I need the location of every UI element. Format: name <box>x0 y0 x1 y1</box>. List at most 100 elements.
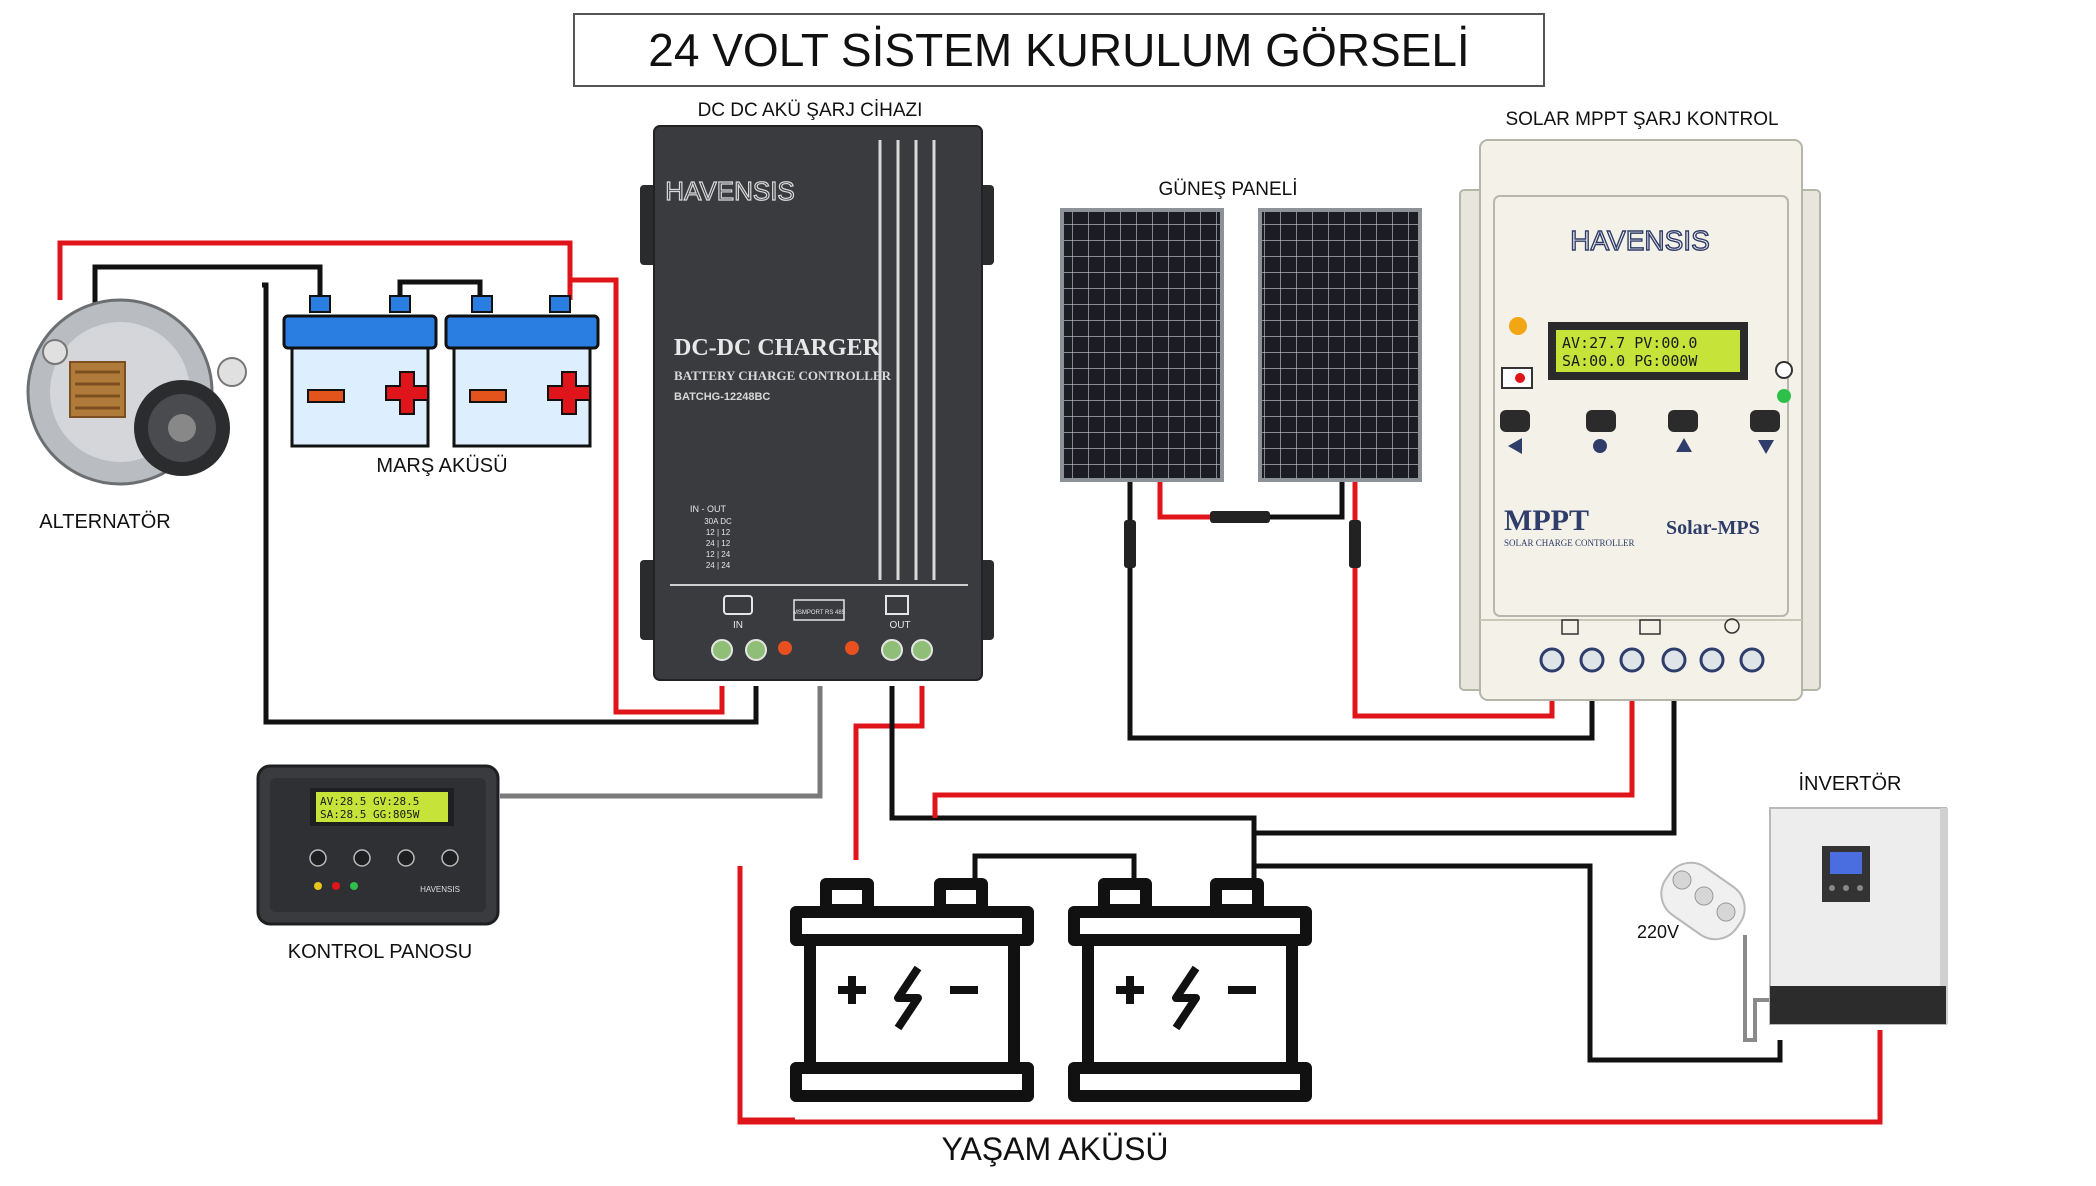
mppt-brand: HAVENSIS <box>1570 225 1710 256</box>
mppt-lcd-line2: SA:00.0 PG:000W <box>1562 352 1698 370</box>
battery-icon <box>885 595 909 615</box>
bulb-icon <box>1775 361 1793 379</box>
dcdc-table-row: 30A DC <box>704 517 732 526</box>
terminal-pv-positive <box>1539 647 1565 673</box>
dcdc-table-header: IN - OUT <box>690 504 726 514</box>
mppt-button-left[interactable] <box>1500 410 1530 432</box>
mppt-label: SOLAR MPPT ŞARJ KONTROL <box>1505 109 1778 130</box>
arrow-up-icon <box>1676 438 1692 452</box>
inverter-display <box>1830 852 1862 874</box>
start-battery-right <box>444 295 600 448</box>
solar-panel-right <box>1258 208 1422 482</box>
dcdc-label: DC DC AKÜ ŞARJ CİHAZI <box>698 100 923 121</box>
solar-panel-label: GÜNEŞ PANELİ <box>1158 179 1297 200</box>
wire-comm-to-panel <box>500 686 823 799</box>
control-panel: AV:28.5 GV:28.5 SA:28.5 GG:805W HAVENSIS <box>256 764 500 926</box>
battery-icon <box>1639 619 1661 635</box>
led-red <box>1515 373 1525 383</box>
power-socket <box>1660 861 1746 941</box>
mppt-controller: HAVENSIS AV:27.7 PV:00.0 SA:00.0 PG:000W… <box>1459 139 1821 701</box>
sun-icon <box>1509 317 1527 335</box>
mc4-connectors <box>1124 511 1361 568</box>
dcdc-brand: HAVENSIS <box>665 176 795 206</box>
dcdc-charger: HAVENSIS DC-DC CHARGER BATTERY CHARGE CO… <box>640 125 994 681</box>
wire-battery-series <box>972 853 1137 880</box>
arrow-down-icon <box>1758 440 1774 454</box>
terminal-bat-negative <box>1661 647 1687 673</box>
terminal-out-positive <box>911 639 933 661</box>
house-battery-label: YAŞAM AKÜSÜ <box>941 1131 1168 1167</box>
panel-button-up[interactable] <box>397 849 415 867</box>
alternator-label: ALTERNATÖR <box>39 511 171 533</box>
wire-start-positive-to-dcdc <box>570 277 725 715</box>
dcdc-port-in: IN <box>733 620 743 631</box>
house-battery-right <box>1068 878 1312 1102</box>
wire-panel-series-negative <box>1265 480 1345 520</box>
inverter <box>1769 807 1948 1025</box>
wire-mppt-battery-positive <box>932 666 1635 818</box>
dcdc-subtitle: BATTERY CHARGE CONTROLLER <box>674 368 892 383</box>
start-battery-left <box>282 295 438 448</box>
inverter-button[interactable] <box>1843 885 1849 891</box>
wire-battery-to-inverter-positive <box>737 866 1883 1125</box>
terminal-bat-positive <box>1619 647 1645 673</box>
panel-icon <box>1561 619 1579 635</box>
wire-inverter-to-socket <box>1743 935 1770 1042</box>
panel-button-left[interactable] <box>309 849 327 867</box>
inverter-label: İNVERTÖR <box>1799 772 1902 795</box>
dcdc-port-out: OUT <box>889 620 910 631</box>
terminal-in-positive <box>745 639 767 661</box>
solar-panel-left <box>1060 208 1224 482</box>
led-red <box>845 641 859 655</box>
wire-dcdc-out-negative <box>889 686 1257 880</box>
mppt-lcd <box>1556 330 1740 372</box>
led-red <box>778 641 792 655</box>
control-panel-lcd <box>316 792 448 822</box>
wire-battery-to-inverter-negative <box>1254 863 1783 1063</box>
start-battery-label: MARŞ AKÜSÜ <box>376 455 507 477</box>
mppt-model: MPPT <box>1504 504 1589 537</box>
led-green <box>350 882 358 890</box>
wire-alternator-negative <box>92 264 323 330</box>
wire-dcdc-out-positive <box>853 686 925 860</box>
mppt-button-down[interactable] <box>1750 410 1780 432</box>
dcdc-table-row: 12 | 12 <box>706 528 731 537</box>
inverter-button[interactable] <box>1857 885 1863 891</box>
dcdc-table-row: 12 | 24 <box>706 550 731 559</box>
wire-start-negative-to-dcdc <box>262 282 759 725</box>
led-red <box>332 882 340 890</box>
bulb-icon <box>1724 618 1740 634</box>
ok-icon <box>1593 439 1607 453</box>
dcdc-table-row: 24 | 24 <box>706 561 731 570</box>
mppt-series: Solar-MPS <box>1666 517 1760 539</box>
panel-button-ok[interactable] <box>353 849 371 867</box>
arrow-left-icon <box>1508 438 1522 454</box>
terminal-out-negative <box>881 639 903 661</box>
house-battery-left <box>790 878 1034 1102</box>
control-panel-label: KONTROL PANOSU <box>288 941 472 963</box>
title-box: 24 VOLT SİSTEM KURULUM GÖRSELİ <box>573 13 1545 87</box>
terminal-load-positive <box>1699 647 1725 673</box>
wire-battery-link <box>397 279 483 305</box>
dcdc-model-title: DC-DC CHARGER <box>674 335 881 361</box>
led-green <box>1777 389 1791 403</box>
terminal-in-negative <box>711 639 733 661</box>
wire-panel-to-mppt-negative <box>1127 480 1595 741</box>
control-panel-lcd-line1: AV:28.5 GV:28.5 <box>320 795 419 808</box>
mppt-lcd-line1: AV:27.7 PV:00.0 <box>1562 334 1697 352</box>
control-panel-lcd-line2: SA:28.5 GG:805W <box>320 808 420 821</box>
terminal-pv-negative <box>1579 647 1605 673</box>
panel-button-down[interactable] <box>441 849 459 867</box>
terminal-load-negative <box>1739 647 1765 673</box>
alternator <box>26 298 247 486</box>
mppt-button-up[interactable] <box>1668 410 1698 432</box>
dcdc-model-code: BATCHG-12248BC <box>674 391 770 403</box>
inverter-button[interactable] <box>1829 885 1835 891</box>
wire-mppt-battery-negative <box>1254 666 1677 836</box>
engine-icon <box>723 595 753 615</box>
wire-alternator-positive <box>57 240 573 300</box>
dcdc-table-row: 24 | 12 <box>706 539 731 548</box>
socket-voltage-label: 220V <box>1637 922 1679 942</box>
mppt-button-ok[interactable] <box>1586 410 1616 432</box>
